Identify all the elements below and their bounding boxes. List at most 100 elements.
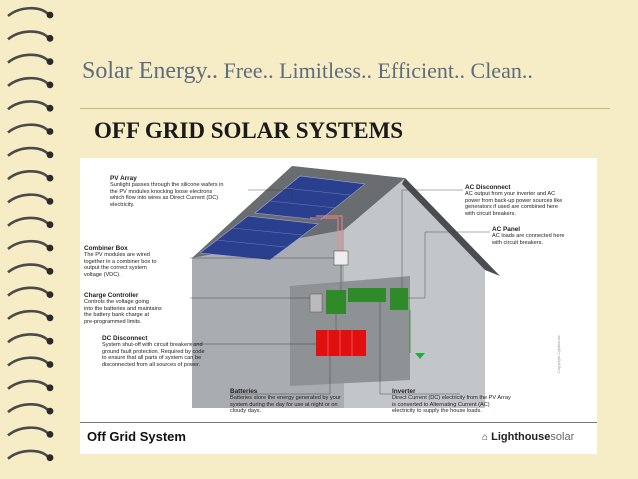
footer-divider bbox=[80, 422, 597, 423]
binding-hole bbox=[46, 244, 54, 252]
leader-lines bbox=[190, 189, 490, 395]
binding-ring bbox=[7, 123, 49, 134]
binding-ring bbox=[7, 193, 49, 204]
label-charge-controller: Charge Controller Controls the voltage g… bbox=[84, 292, 194, 325]
label-pv-array-line: Sunlight passes through the silicone waf… bbox=[110, 182, 224, 189]
binding-hole bbox=[46, 58, 54, 65]
label-charge-controller-line: into the batteries and maintains bbox=[84, 305, 162, 312]
binding-ring bbox=[7, 379, 49, 390]
label-pv-array: PV Array Sunlight passes through the sil… bbox=[110, 175, 260, 208]
slide-title: Solar Energy.. Free.. Limitless.. Effici… bbox=[82, 58, 622, 85]
bullet-item: OFF GRID SOLAR SYSTEMS bbox=[88, 118, 403, 144]
binding-hole bbox=[46, 361, 54, 368]
label-pv-array-line: the PV modules knocking loose electrons bbox=[110, 188, 213, 195]
label-dc-disconnect-title: DC Disconnect bbox=[102, 335, 148, 342]
label-inverter-title: Inverter bbox=[392, 388, 416, 395]
binding-hole bbox=[46, 128, 54, 135]
binding-hole bbox=[46, 384, 54, 392]
label-pv-array-title: PV Array bbox=[110, 175, 137, 182]
label-batteries-title: Batteries bbox=[230, 388, 258, 395]
title-rest: Free.. Limitless.. Efficient.. Clean.. bbox=[217, 58, 533, 83]
roof-edge bbox=[402, 178, 500, 276]
label-inverter-line: electricity to supply the house loads. bbox=[392, 408, 482, 415]
label-dc-disconnect-line: disconnected from all sources of power. bbox=[102, 361, 201, 368]
label-combiner-box-line: The PV modules are wired bbox=[84, 252, 150, 259]
binding-hole bbox=[46, 174, 54, 182]
label-inverter: Inverter Direct Current (DC) electricity… bbox=[392, 388, 542, 415]
pv-panel-lower bbox=[199, 215, 319, 261]
binding-ring bbox=[7, 170, 49, 181]
binding-ring bbox=[7, 216, 49, 227]
label-dc-disconnect: DC Disconnect System shut-off with circu… bbox=[102, 335, 242, 368]
binding-ring bbox=[7, 426, 49, 437]
label-batteries-line: Batteries store the energy generated by … bbox=[230, 395, 341, 402]
dc-disconnect-unit bbox=[309, 293, 323, 313]
copyright-note: Copyright Lighthouse bbox=[556, 335, 561, 373]
bullet-text: OFF GRID SOLAR SYSTEMS bbox=[94, 118, 404, 143]
off-grid-diagram: PV Array Sunlight passes through the sil… bbox=[80, 158, 597, 454]
binding-hole bbox=[46, 291, 54, 298]
binding-ring bbox=[7, 403, 49, 414]
binding-hole bbox=[46, 337, 54, 345]
inverter-unit bbox=[348, 288, 386, 302]
binding-hole bbox=[46, 11, 54, 19]
diagram-footer-title: Off Grid System bbox=[87, 429, 186, 444]
label-dc-disconnect-line: System shut-off with circuit breakers an… bbox=[102, 342, 203, 349]
label-ac-disconnect: AC Disconnect AC output from your invert… bbox=[465, 184, 593, 217]
label-dc-disconnect-line: ground fault protection. Required by cod… bbox=[102, 348, 205, 355]
label-combiner-box-title: Combiner Box bbox=[84, 245, 128, 252]
binding-ring bbox=[7, 100, 49, 111]
label-ac-disconnect-line: with circuit breakers. bbox=[465, 210, 516, 217]
label-charge-controller-title: Charge Controller bbox=[84, 292, 139, 299]
combiner-box-unit bbox=[333, 250, 349, 266]
label-combiner-box-line: output the correct system bbox=[84, 265, 147, 272]
binding-hole bbox=[46, 454, 54, 462]
binding-ring bbox=[7, 356, 49, 367]
binding-ring bbox=[7, 53, 49, 64]
label-ac-disconnect-line: AC output from your inverter and AC bbox=[465, 191, 556, 198]
binding-hole bbox=[46, 267, 54, 275]
label-charge-controller-line: pre-programmed limits. bbox=[84, 318, 142, 325]
title-divider bbox=[80, 108, 610, 109]
binding-ring bbox=[7, 30, 49, 41]
binding-hole bbox=[46, 314, 54, 322]
label-dc-disconnect-line: to ensure that all parts of system can b… bbox=[102, 355, 202, 362]
label-pv-array-line: which flow into wires as Direct Current … bbox=[110, 195, 219, 202]
binding-ring bbox=[7, 333, 49, 344]
lighthouse-icon: ⌂ bbox=[482, 432, 489, 443]
label-ac-panel-line: AC loads are connected here bbox=[492, 233, 565, 240]
binding-hole bbox=[46, 407, 54, 415]
label-batteries-line: system during the day for use at night o… bbox=[230, 401, 338, 408]
binding-ring bbox=[7, 286, 49, 297]
ground-symbol bbox=[415, 353, 425, 359]
spiral-binding bbox=[7, 6, 54, 462]
binding-ring bbox=[7, 309, 49, 320]
pv-panel-upper bbox=[254, 175, 366, 221]
label-pv-array-line: electricity. bbox=[110, 201, 135, 208]
binding-ring bbox=[7, 6, 49, 18]
ac-disconnect-unit bbox=[390, 288, 408, 310]
label-ac-disconnect-line: generators if used are combined here bbox=[465, 204, 558, 211]
binding-hole bbox=[46, 104, 54, 112]
pv-grid bbox=[215, 187, 351, 248]
binding-ring bbox=[7, 449, 49, 460]
binding-hole bbox=[46, 221, 54, 229]
dc-wiring bbox=[310, 215, 343, 253]
label-ac-panel: AC Panel AC loads are connected here wit… bbox=[492, 226, 592, 246]
label-batteries: Batteries Batteries store the energy gen… bbox=[230, 388, 380, 415]
label-inverter-line: Direct Current (DC) electricity from the… bbox=[392, 395, 511, 402]
battery-bank bbox=[316, 330, 366, 356]
binding-ring bbox=[7, 146, 49, 157]
label-charge-controller-line: Controls the voltage going bbox=[84, 299, 149, 306]
label-charge-controller-line: the battery bank charge at bbox=[84, 312, 149, 319]
label-inverter-line: is converted to Alternating Current (AC) bbox=[392, 401, 490, 408]
title-lead: Solar Energy.. bbox=[82, 58, 218, 84]
brand-name-light: solar bbox=[550, 431, 575, 443]
label-ac-panel-line: with circuit breakers. bbox=[492, 239, 543, 246]
label-combiner-box-line: together in a combiner box to bbox=[84, 258, 157, 265]
label-batteries-line: cloudy days. bbox=[230, 408, 262, 415]
binding-hole bbox=[46, 81, 54, 89]
label-combiner-box-line: voltage (VDC). bbox=[84, 271, 121, 278]
binding-hole bbox=[46, 151, 54, 159]
